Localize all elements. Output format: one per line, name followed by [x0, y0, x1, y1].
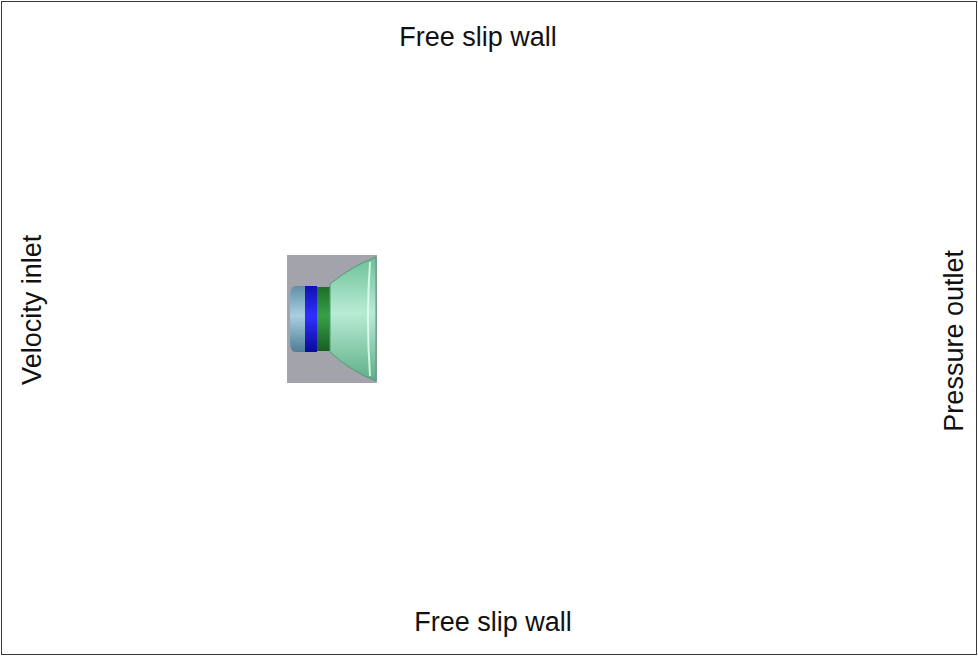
rotor-band: [305, 286, 317, 352]
background-square: [287, 255, 377, 383]
boundary-label: Free slip wall: [414, 608, 572, 638]
stator-band: [317, 287, 330, 351]
boundary-label: Free slip wall: [399, 23, 557, 53]
boundary-label: Velocity inlet: [18, 235, 48, 385]
boundary-label: Pressure outlet: [940, 250, 970, 432]
diffuser-rim: [368, 262, 370, 376]
hub: [290, 286, 305, 352]
diffuser: [330, 257, 376, 381]
